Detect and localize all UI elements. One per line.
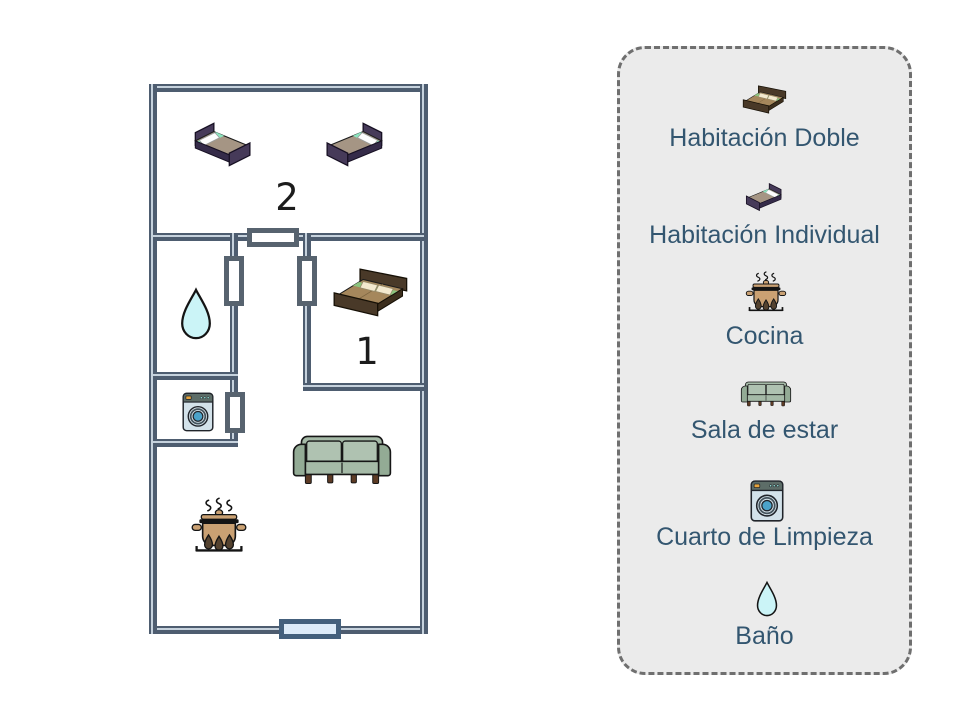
wall-vertical-left [230, 233, 238, 447]
room-number-double: 2 [275, 176, 299, 219]
room-number-single: 1 [355, 330, 379, 373]
legend-item-label-sala-de-estar: Sala de estar [690, 416, 839, 444]
washing-machine-icon [750, 479, 784, 523]
legend-item-label-bano: Baño [735, 622, 794, 650]
door-bedroom1 [297, 256, 317, 306]
single-bed-icon [184, 119, 254, 173]
wall-outer-top [149, 84, 428, 92]
water-drop-icon [754, 580, 780, 618]
double-bed-icon [329, 266, 417, 324]
single-bed-icon [743, 181, 789, 215]
legend-item-label-habitacion-doble: Habitación Doble [669, 124, 860, 152]
single-bed-icon [323, 119, 393, 173]
wall-bedroom1-bottom [303, 383, 424, 391]
wall-vertical-right [303, 233, 311, 391]
legend-item-label-cocina: Cocina [725, 322, 804, 350]
door-entrance [279, 619, 341, 639]
cooking-pot-icon [743, 271, 789, 321]
double-bed-icon [739, 84, 793, 118]
legend: Habitación Doble Habitación Individual C… [617, 46, 912, 675]
door-bedroom2 [247, 228, 299, 247]
door-bathroom [224, 256, 244, 306]
water-drop-icon [177, 287, 215, 341]
wall-bathroom-bottom [153, 372, 238, 380]
sofa-icon [740, 379, 792, 409]
cooking-pot-icon [187, 497, 251, 565]
washing-machine-icon [182, 391, 214, 433]
wall-outer-right [420, 84, 428, 634]
legend-item-label-habitacion-individual: Habitación Individual [649, 221, 880, 249]
wall-laundry-bottom [153, 439, 238, 447]
door-laundry [225, 392, 245, 433]
legend-item-label-cuarto-de-limpieza: Cuarto de Limpieza [656, 523, 873, 551]
wall-outer-left [149, 84, 157, 634]
sofa-icon [291, 432, 393, 488]
